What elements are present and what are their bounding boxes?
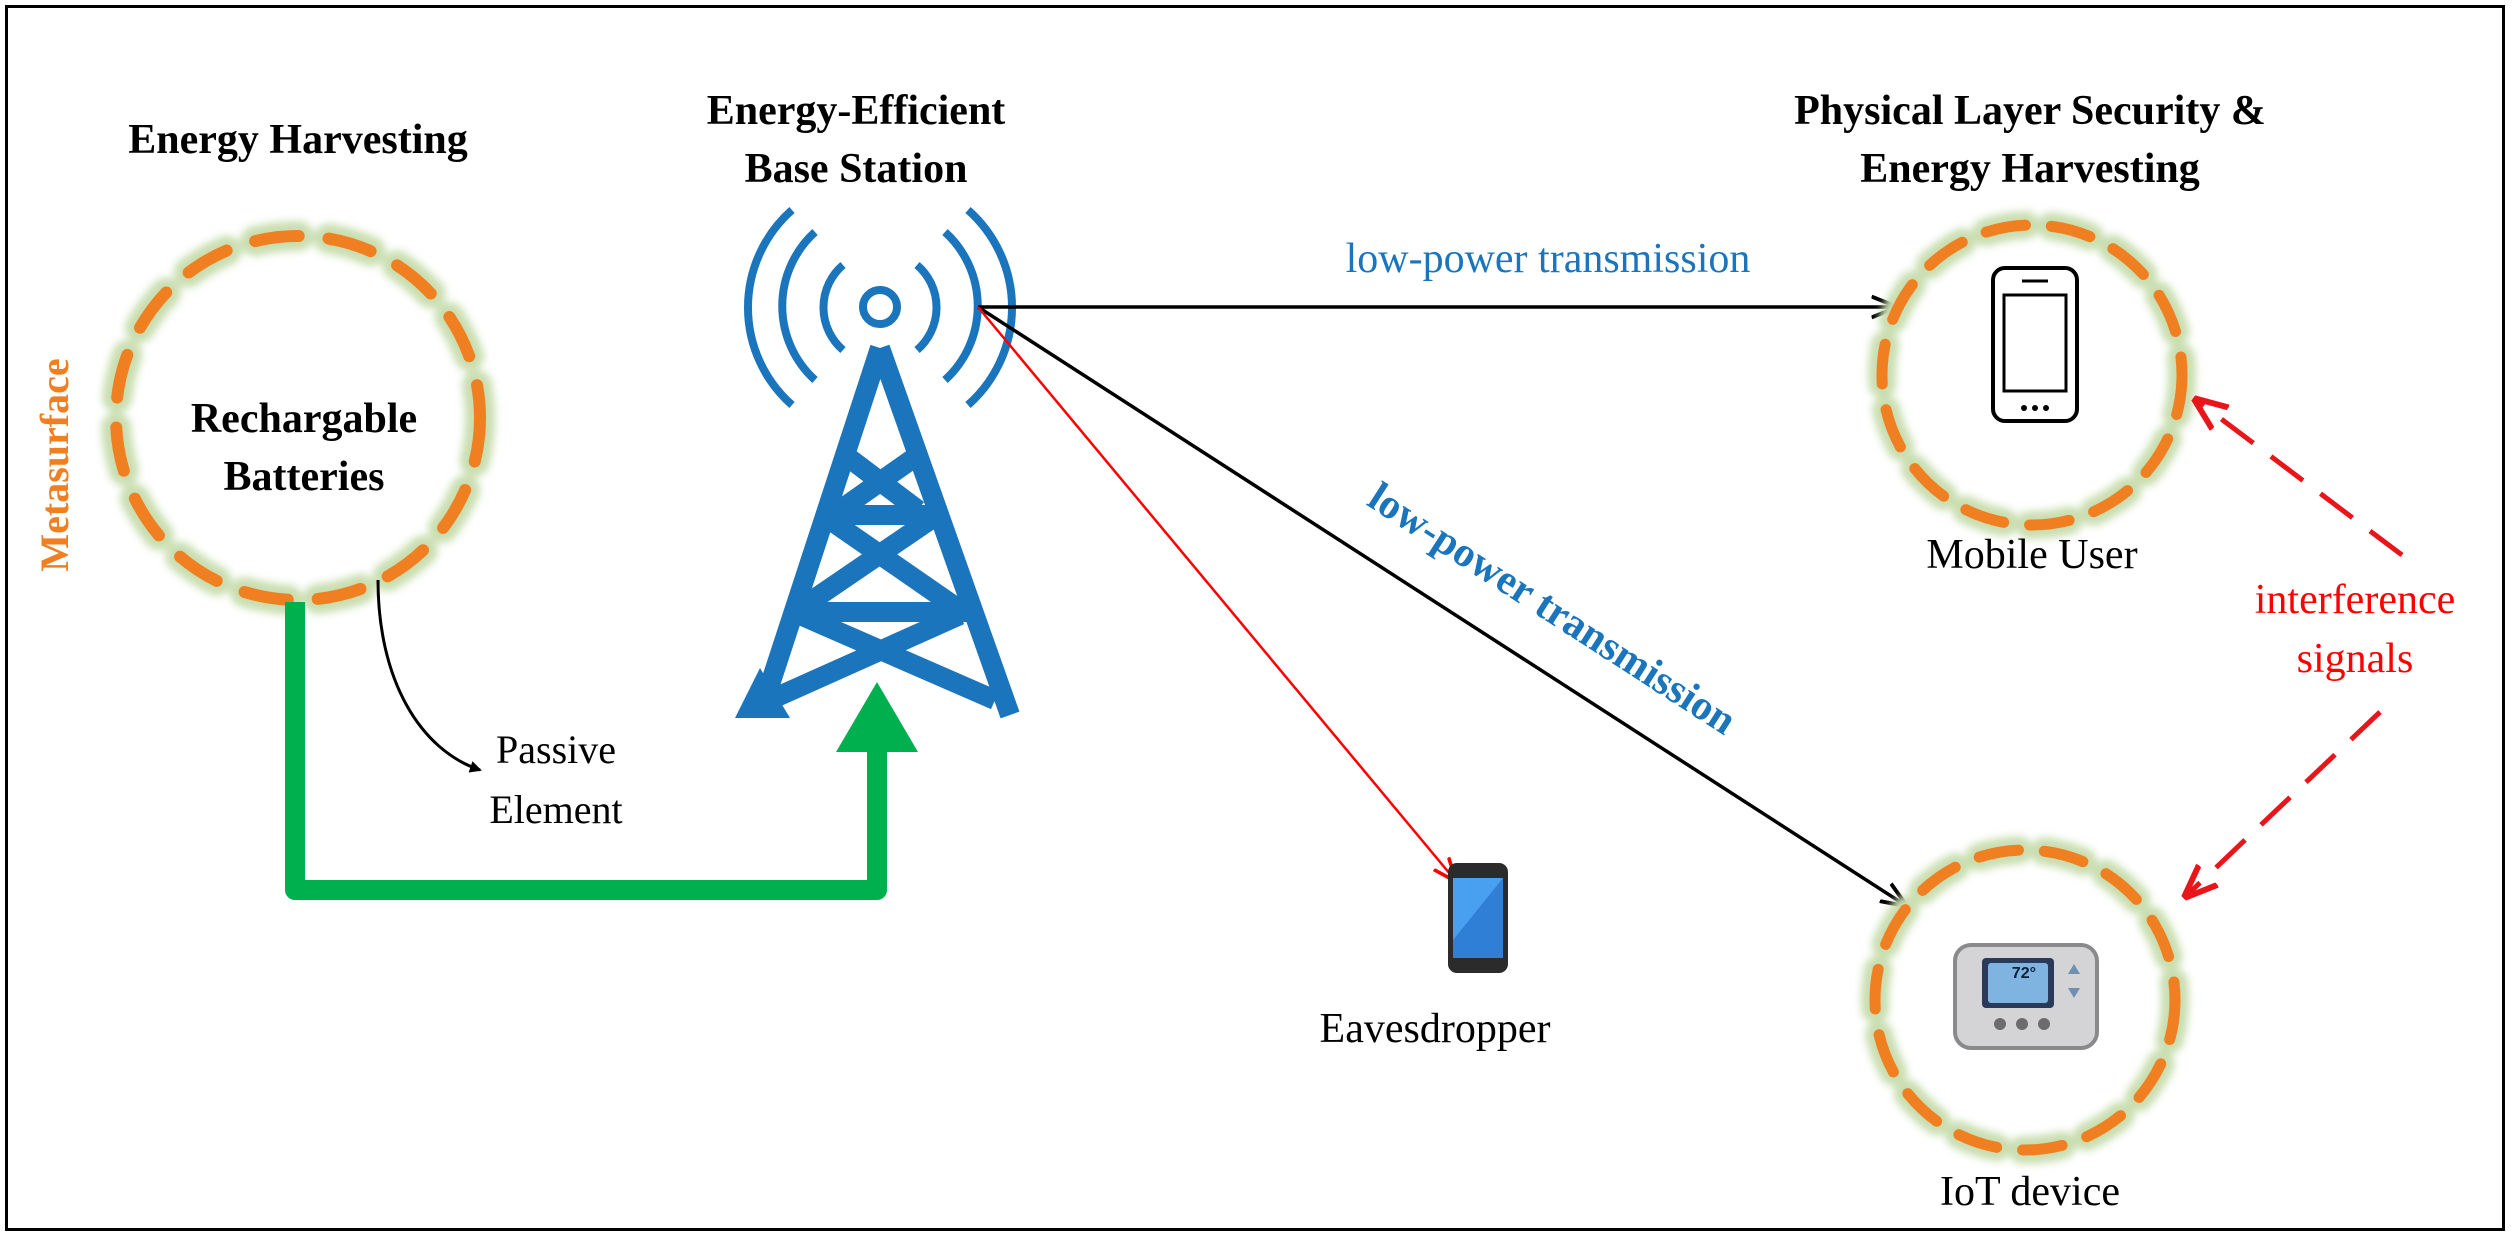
diagram-frame xyxy=(5,5,2505,1231)
mobile-user-ring xyxy=(1868,211,2196,539)
interference-arrows xyxy=(2186,400,2404,896)
pls-title-line1: Physical Layer Security & xyxy=(1794,88,2266,134)
eavesdrop-arrow xyxy=(977,306,1455,880)
base-station-title-line2: Base Station xyxy=(745,146,968,192)
thermostat-temp: 72° xyxy=(2012,965,2036,982)
transmission-label-diagonal: low-power transmission xyxy=(1360,474,1744,744)
iot-device-ring xyxy=(1861,836,2189,1164)
energy-flow-arrow xyxy=(285,602,918,900)
metasurface-label: Metasurface xyxy=(32,358,77,571)
metasurface-ring xyxy=(101,221,495,615)
transmission-label-top: low-power transmission xyxy=(1346,236,1751,282)
passive-element-line2: Element xyxy=(489,787,622,832)
passive-element-arrow xyxy=(376,579,482,773)
transmission-arrow-iot xyxy=(977,305,1905,905)
base-station-title-line1: Energy-Efficient xyxy=(707,88,1006,134)
energy-harvesting-title: Energy Harvesting xyxy=(128,117,467,163)
smartphone-icon xyxy=(1991,266,2079,423)
eavesdropper-phone-icon xyxy=(1448,863,1508,973)
interference-label-line2: signals xyxy=(2297,636,2414,682)
batteries-label-line2: Batteries xyxy=(224,454,385,500)
batteries-label-line1: Rechargable xyxy=(191,396,417,442)
eavesdropper-label: Eavesdropper xyxy=(1320,1006,1551,1052)
base-station-tower-icon xyxy=(735,207,1020,719)
passive-element-line1: Passive xyxy=(496,727,616,772)
pls-title-line2: Energy Harvesting xyxy=(1860,146,2199,192)
mobile-user-label: Mobile User xyxy=(1926,532,2137,578)
interference-label-line1: interference xyxy=(2255,577,2456,623)
iot-device-label: IoT device xyxy=(1940,1169,2120,1215)
thermostat-icon: 72° xyxy=(1953,943,2099,1050)
